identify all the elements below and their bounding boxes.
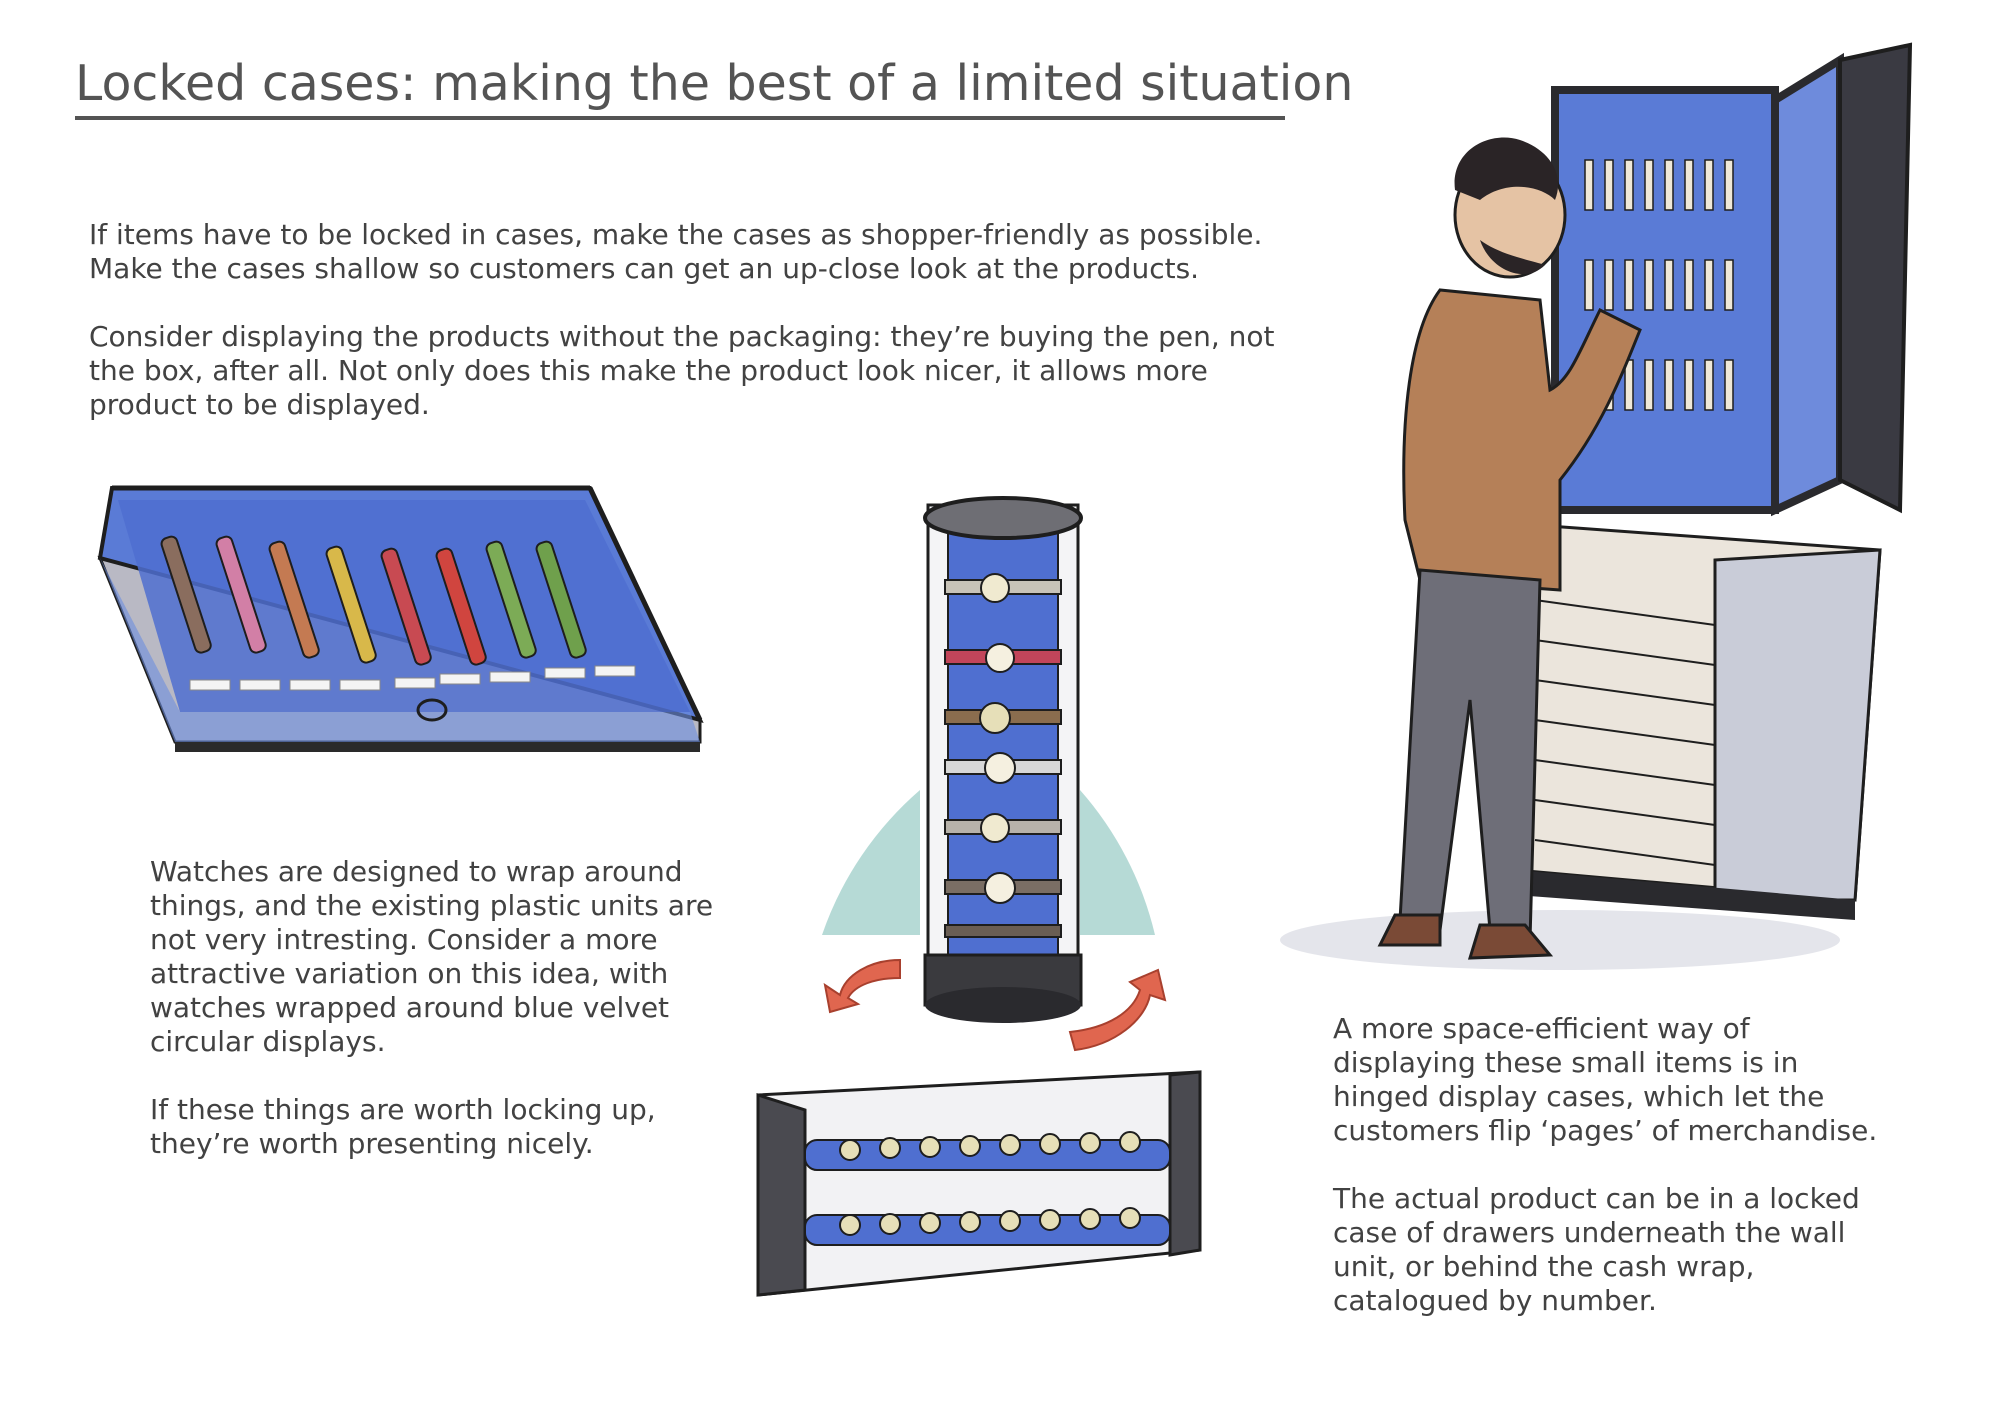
watch-line: Watches are designed to wrap around xyxy=(150,855,683,888)
hinged-line: A more space-efficient way of xyxy=(1333,1012,1750,1045)
intro-line: Make the cases shallow so customers can … xyxy=(89,252,1200,285)
wall-case xyxy=(1551,42,1913,517)
hinged-line: The actual product can be in a locked xyxy=(1333,1182,1860,1215)
hinged-line: customers flip ‘pages’ of merchandise. xyxy=(1333,1114,1878,1147)
watch-line: not very intresting. Consider a more xyxy=(150,923,658,956)
hinged-line: displaying these small items is in xyxy=(1333,1046,1799,1079)
hinged-line: catalogued by number. xyxy=(1333,1284,1657,1317)
watch-line: attractive variation on this idea, with xyxy=(150,957,669,990)
rotate-right-arrow xyxy=(1068,968,1167,1052)
hinged-case-text: A more space-efficient way of displaying… xyxy=(1333,1012,1933,1318)
intro-line: product to be displayed. xyxy=(89,388,430,421)
watch-box xyxy=(756,1070,1202,1297)
rotate-left-arrow xyxy=(823,958,901,1014)
watches xyxy=(944,573,1062,938)
roll-watches xyxy=(839,1131,1141,1236)
intro-text: If items have to be locked in cases, mak… xyxy=(89,218,1299,422)
lock-icon xyxy=(416,698,448,722)
watch-line: If these things are worth locking up, xyxy=(150,1093,656,1126)
watch-line: circular displays. xyxy=(150,1025,386,1058)
drawer-cabinet xyxy=(1513,523,1882,920)
watch-line: things, and the existing plastic units a… xyxy=(150,889,714,922)
intro-line: the box, after all. Not only does this m… xyxy=(89,354,1208,387)
hinged-line: unit, or behind the cash wrap, xyxy=(1333,1250,1755,1283)
pen-case xyxy=(97,485,704,752)
watch-display-text: Watches are designed to wrap around thin… xyxy=(150,855,750,1161)
intro-line: Consider displaying the products without… xyxy=(89,320,1275,353)
watch-tower xyxy=(822,496,1167,1052)
man-figure xyxy=(1377,137,1642,960)
watch-line: they’re worth presenting nicely. xyxy=(150,1127,594,1160)
hinged-line: case of drawers underneath the wall xyxy=(1333,1216,1846,1249)
hinged-case-scene xyxy=(1280,42,1913,970)
pens xyxy=(160,535,587,666)
price-labels xyxy=(189,665,636,691)
watch-line: watches wrapped around blue velvet xyxy=(150,991,670,1024)
hinged-line: hinged display cases, which let the xyxy=(1333,1080,1825,1113)
page-title: Locked cases: making the best of a limit… xyxy=(75,52,1353,120)
intro-line: If items have to be locked in cases, mak… xyxy=(89,218,1263,251)
